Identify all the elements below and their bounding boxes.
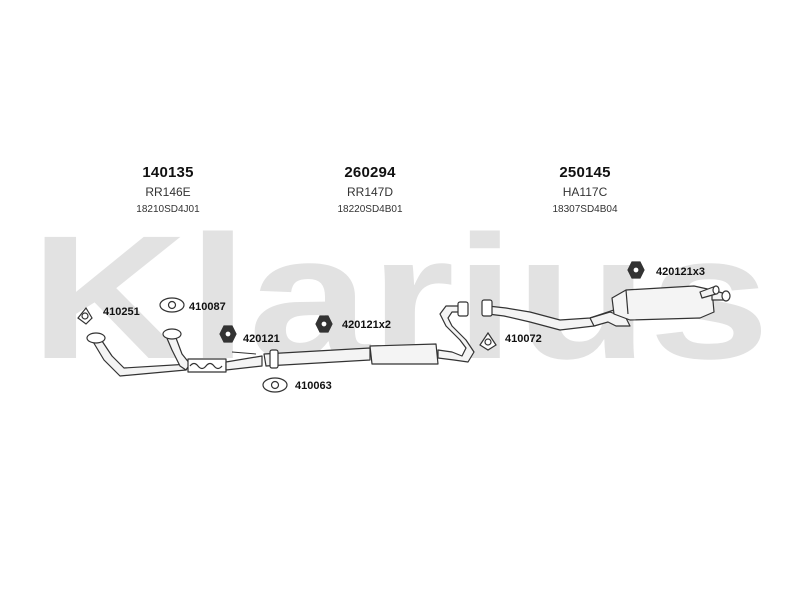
fitting-code-label: 420121 bbox=[243, 333, 280, 345]
component-reference: RR146E bbox=[145, 185, 191, 199]
gasket-icon bbox=[159, 297, 185, 313]
component-header-rear-silencer: 250145 HA117C 18307SD4B04 bbox=[505, 164, 665, 215]
component-header-centre-silencer: 260294 RR147D 18220SD4B01 bbox=[290, 164, 450, 215]
rubber-hanger-icon bbox=[315, 315, 333, 333]
component-oem-number: 18307SD4B04 bbox=[552, 204, 618, 215]
component-reference: HA117C bbox=[562, 185, 608, 199]
gasket-icon bbox=[77, 306, 93, 325]
rubber-hanger-icon bbox=[219, 325, 237, 343]
fitting-code-label: 410063 bbox=[295, 380, 332, 392]
fitting-code-label: 410072 bbox=[505, 333, 542, 345]
fitting-code-label: 420121x3 bbox=[656, 266, 705, 278]
front-pipe-part bbox=[86, 328, 263, 377]
component-reference: RR147D bbox=[346, 185, 394, 199]
gasket-icon bbox=[262, 377, 288, 393]
rear-silencer-part bbox=[481, 285, 731, 331]
fitting-code-label: 410087 bbox=[189, 301, 226, 313]
component-number: 140135 bbox=[142, 164, 194, 181]
centre-silencer-part bbox=[263, 301, 475, 369]
component-number: 260294 bbox=[344, 164, 396, 181]
fitting-code-label: 410251 bbox=[103, 306, 140, 318]
component-oem-number: 18220SD4B01 bbox=[337, 204, 403, 215]
gasket-icon bbox=[479, 331, 497, 351]
component-number: 250145 bbox=[559, 164, 611, 181]
fitting-code-label: 420121x2 bbox=[342, 319, 391, 331]
component-oem-number: 18210SD4J01 bbox=[136, 204, 200, 215]
rubber-hanger-icon bbox=[627, 261, 645, 279]
component-header-front-pipe: 140135 RR146E 18210SD4J01 bbox=[88, 164, 248, 215]
